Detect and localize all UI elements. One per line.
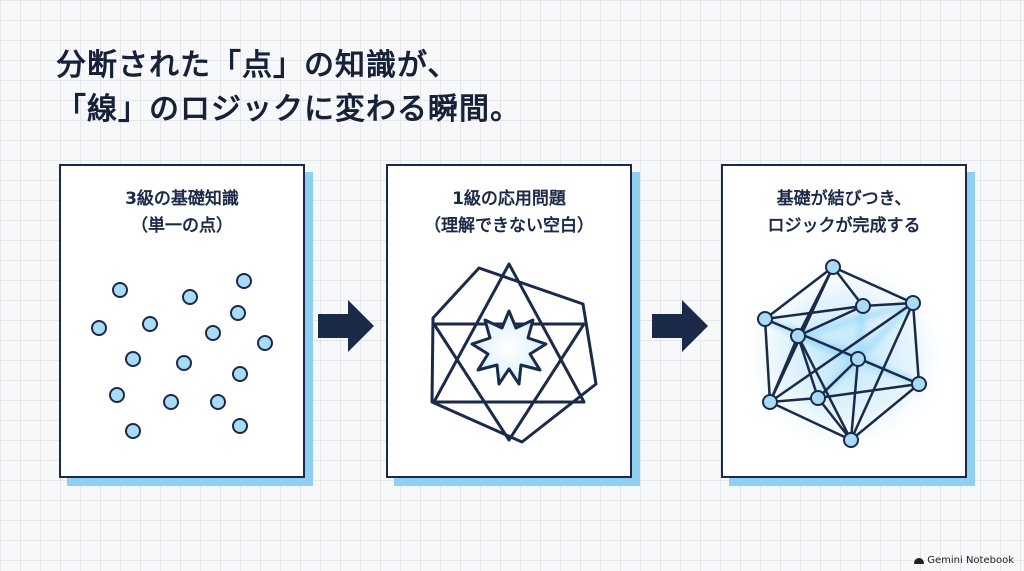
blank-starburst [470, 309, 548, 386]
panel-2-title-line-1: 1級の応用問題 [452, 189, 566, 209]
dot [232, 366, 248, 382]
dot [142, 316, 158, 332]
dot [176, 355, 192, 371]
network-edges [763, 265, 921, 442]
hexagram-blank-illustration [430, 262, 598, 444]
dot [163, 394, 179, 410]
headline-line-1: 分断された「点」の知識が、 [56, 48, 459, 83]
network-node [850, 351, 866, 367]
headline: 分断された「点」の知識が、 「線」のロジックに変わる瞬間。 [56, 44, 521, 132]
panel-1-title-line-1: 3級の基礎知識 [125, 189, 239, 209]
brand-label: Gemini Notebook [927, 555, 1014, 566]
network-node [757, 311, 773, 327]
panel-1-title-line-2: （単一の点） [131, 216, 233, 236]
network-node [810, 390, 826, 406]
dot [125, 423, 141, 439]
dot [205, 325, 221, 341]
dot [125, 351, 141, 367]
dot [182, 289, 198, 305]
gemini-notebook-icon [914, 557, 925, 564]
scattered-dots-illustration [91, 273, 273, 439]
panel-2-title: 1級の応用問題 （理解できない空白） [388, 186, 630, 240]
arrow-right-icon [318, 300, 374, 352]
panel-2-title-line-2: （理解できない空白） [424, 216, 594, 236]
dot [230, 305, 246, 321]
dot [257, 335, 273, 351]
outer-hexagon [430, 266, 598, 444]
dot [236, 273, 252, 289]
dot [112, 282, 128, 298]
dot [232, 418, 248, 434]
panel-3-title-line-1: 基礎が結びつき、 [776, 189, 912, 209]
panel-connected-logic: 基礎が結びつき、 ロジックが完成する [721, 164, 967, 478]
network-node [905, 295, 921, 311]
panel-isolated-dots: 3級の基礎知識 （単一の点） [59, 164, 305, 478]
arrow-right-icon [652, 300, 708, 352]
brand-watermark: Gemini Notebook [914, 555, 1014, 566]
panel-1-title: 3級の基礎知識 （単一の点） [61, 186, 303, 240]
network-node [855, 298, 871, 314]
dot [210, 394, 226, 410]
network-node [843, 432, 859, 448]
network-node [911, 376, 927, 392]
network-node [762, 394, 778, 410]
dot [109, 387, 125, 403]
dot [91, 320, 107, 336]
headline-line-2: 「線」のロジックに変わる瞬間。 [56, 92, 521, 127]
network-graph-illustration [736, 256, 956, 456]
panel-3-title-line-2: ロジックが完成する [767, 216, 921, 236]
network-node [825, 259, 841, 275]
panel-blank-problem: 1級の応用問題 （理解できない空白） [386, 164, 632, 478]
triangle-up [432, 262, 586, 404]
panel-3-title: 基礎が結びつき、 ロジックが完成する [723, 186, 965, 240]
network-node [790, 328, 806, 344]
